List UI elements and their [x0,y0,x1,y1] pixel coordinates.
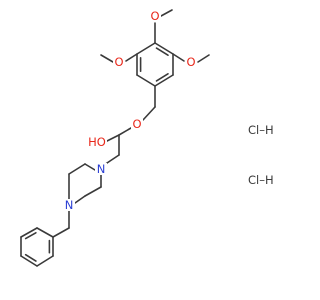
aromatic-bond [36,255,54,267]
methyl-bond [197,54,210,63]
methyl-bond [160,9,173,17]
atom-o-label: O [132,117,141,131]
piperazine-nitrogen-top: N [95,162,107,176]
methoxy-oxygen-top: O [149,9,161,23]
methyl-bond [100,54,114,63]
piperazine-nitrogen-bottom: N [63,198,75,212]
double-bond-inner [155,73,169,82]
methoxy-bond [125,53,138,62]
bond-layer [20,9,210,267]
aromatic-bond [136,74,156,87]
n-benzyl-bond [52,227,70,238]
chain-bond [118,127,132,136]
atom-ho-label: HO [88,135,106,149]
double-bond-inner [155,47,169,56]
atom-n-label: N [65,198,74,212]
piperazine-bond [84,163,96,171]
atom-o-label: O [186,55,195,69]
hcl-label-2: Cl–H [248,173,274,187]
aromatic-bond [36,227,54,238]
chemical-structure-diagram: O O O O HO N N Cl–H Cl–H [20,9,274,267]
piperazine-bond [84,186,102,197]
atom-label-layer: O O O O HO N N Cl–H Cl–H [63,9,274,212]
atom-n-label: N [97,162,106,176]
ether-bond [142,106,156,121]
atom-o-label: O [150,9,159,23]
piperazine-bond [74,195,86,204]
aromatic-bond [20,255,38,267]
aromatic-bond [136,42,156,55]
atom-o-label: O [114,55,123,69]
hydroxyl-group: HO [88,135,107,149]
aromatic-bond [20,227,38,238]
aromatic-bond [154,42,174,55]
aromatic-bond [154,74,174,87]
methoxy-bond [172,53,185,62]
piperazine-bond [68,163,86,175]
hydroxyl-bond [106,134,120,142]
methoxy-oxygen-left: O [113,55,125,69]
double-bond-inner [24,253,37,262]
double-bond-inner [24,231,37,240]
hcl-label-1: Cl–H [248,123,274,137]
ether-oxygen: O [131,117,143,131]
methoxy-oxygen-right: O [185,55,197,69]
